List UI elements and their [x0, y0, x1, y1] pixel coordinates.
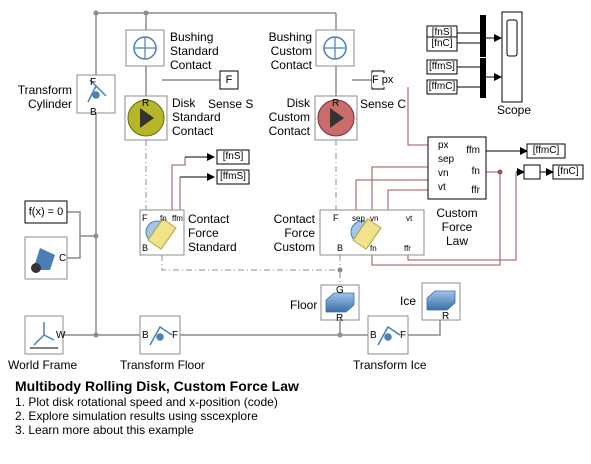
port-letter-b-contact-c: B	[337, 243, 344, 253]
port-vn: vn	[438, 168, 449, 179]
port-letter-ffr-contact-c: ffr	[404, 244, 411, 253]
floor-label: Floor	[290, 298, 318, 312]
world-frame-label: World Frame	[8, 358, 78, 372]
port-letter-fn-contact-c: fn	[370, 244, 377, 253]
disk-standard-label: Disk Standard Contact	[172, 96, 221, 138]
tag-blocks	[216, 15, 584, 185]
bushing-standard-label: Bushing Standard Contact	[170, 30, 219, 72]
transform-ice-block[interactable]	[367, 315, 409, 355]
junction-dots	[93, 10, 503, 338]
ice-label: Ice	[400, 294, 417, 308]
port-letter-vn-contact-c: vn	[370, 214, 379, 223]
port-letter-b-ice: B	[370, 330, 377, 341]
port-letter-r-floor: R	[336, 313, 344, 324]
step-plot-link[interactable]: 1. Plot disk rotational speed and x-posi…	[15, 395, 278, 409]
port-letter-b-cyl: B	[90, 107, 97, 118]
port-ffr: ffr	[471, 185, 480, 196]
contact-custom-label: Contact Force Custom	[273, 212, 315, 254]
sense-s-value: F	[225, 74, 233, 86]
tag-fnS-goto: [fnS]	[222, 151, 244, 162]
solver-config-block[interactable]	[24, 200, 68, 224]
port-letter-c: C	[59, 253, 67, 264]
transform-ice-label: Transform Ice	[353, 358, 427, 372]
port-px: px	[438, 140, 449, 151]
port-letter-g-floor: G	[336, 285, 344, 296]
model-title: Multibody Rolling Disk, Custom Force Law	[15, 378, 299, 394]
contact-frame-connections	[145, 140, 341, 285]
tag-ffmS-from: [ffmS]	[429, 61, 455, 72]
port-letter-r-disk-s: R	[142, 98, 150, 109]
contact-standard-label: Contact Force Standard	[188, 212, 237, 254]
custom-force-law-block[interactable]	[427, 136, 487, 200]
mechanism-config-block[interactable]	[24, 236, 68, 280]
transform-cylinder-block[interactable]	[76, 74, 116, 114]
disk-custom-block[interactable]	[314, 95, 358, 141]
disk-standard-block[interactable]	[124, 95, 168, 141]
frame-connections	[63, 12, 441, 336]
step-learn-link[interactable]: 3. Learn more about this example	[15, 423, 194, 437]
sense-c-value: F px	[372, 73, 412, 87]
port-letter-r-ice: R	[442, 311, 450, 322]
sense-s-label: Sense S	[208, 97, 254, 111]
model-description: Multibody Rolling Disk, Custom Force Law…	[15, 378, 299, 437]
port-vt: vt	[438, 182, 446, 193]
sense-s-block[interactable]	[219, 70, 239, 90]
transform-floor-label: Transform Floor	[120, 358, 205, 372]
port-letter-fn-contact-s: fn	[160, 214, 167, 223]
signal-connections	[171, 79, 517, 266]
port-letter-f-contact-c: F	[333, 213, 339, 223]
port-ffm: ffm	[466, 145, 480, 156]
port-letter-f-ice: F	[400, 330, 407, 341]
bushing-standard-block[interactable]	[125, 29, 165, 67]
tag-fnC-from: [fnC]	[431, 38, 453, 49]
sense-c-label: Sense C	[360, 97, 407, 111]
transform-cylinder-label: Transform Cylinder	[17, 83, 72, 111]
port-letter-f-cyl: F	[90, 77, 97, 88]
bushing-custom-block[interactable]	[315, 29, 355, 67]
floor-block[interactable]	[320, 284, 360, 321]
ice-block[interactable]	[421, 282, 461, 321]
port-letter-w: W	[56, 330, 66, 341]
port-letter-f-contact-s: F	[142, 213, 148, 223]
disk-custom-label: Disk Custom Contact	[268, 96, 310, 138]
custom-force-law-label: Custom Force Law	[436, 206, 478, 248]
contact-force-standard-block[interactable]	[139, 209, 185, 256]
tag-ffmS-goto: [ffmS]	[220, 171, 246, 182]
step-explore-link[interactable]: 2. Explore simulation results using ssce…	[15, 409, 258, 423]
port-sep: sep	[438, 154, 455, 165]
port-letter-b-contact-s: B	[142, 243, 149, 253]
port-letter-f-floor: F	[172, 330, 179, 341]
port-letter-ffm-contact-s: ffm	[172, 214, 183, 223]
transform-floor-block[interactable]	[139, 315, 181, 355]
bushing-custom-label: Bushing Custom Contact	[268, 30, 312, 72]
port-fn: fn	[471, 166, 480, 177]
port-letter-b-floor: B	[142, 330, 149, 341]
port-letter-r-disk-c: R	[332, 98, 340, 109]
tag-fnC-goto: [fnC]	[557, 166, 579, 177]
solver-config-label: f(x) = 0	[28, 206, 64, 218]
signal-arrows	[180, 32, 554, 181]
port-letter-sep-contact-c: sep	[352, 214, 365, 223]
scope-label: Scope	[497, 103, 532, 117]
tag-fnS-from: [fnS]	[431, 27, 453, 38]
tag-ffmC-from: [ffmC]	[428, 81, 456, 92]
port-letter-vt-contact-c: vt	[406, 214, 413, 223]
tag-ffmC-goto: [ffmC]	[532, 145, 560, 156]
contact-force-custom-block[interactable]	[319, 209, 425, 256]
world-frame-block[interactable]	[24, 315, 64, 355]
scope-block[interactable]	[501, 11, 523, 103]
